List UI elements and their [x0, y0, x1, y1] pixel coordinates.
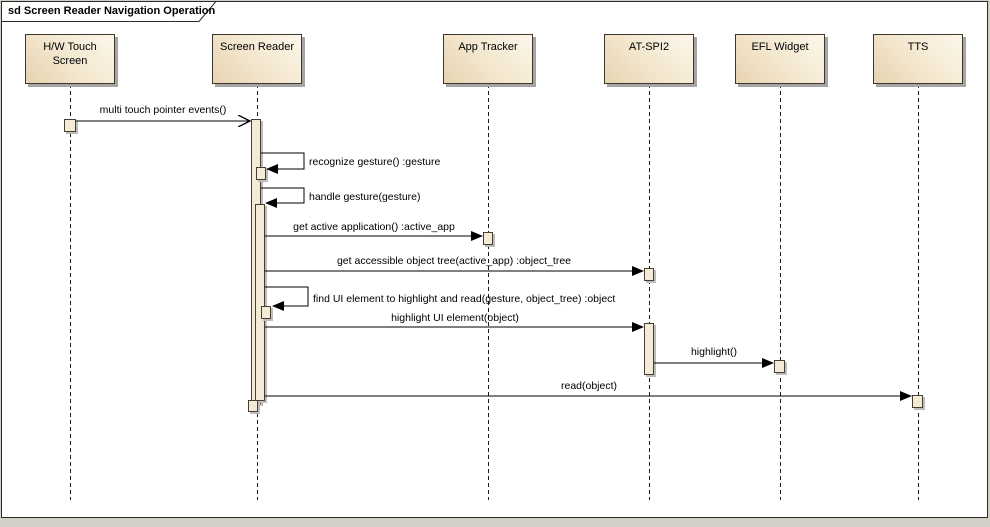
- lifeline-head-efl-widget: EFL Widget: [735, 34, 825, 84]
- activation-find-ui-element: [261, 306, 271, 319]
- activation-tts: [912, 395, 923, 408]
- activation-at-spi2-tree: [644, 268, 654, 281]
- arrow-recognize-gesture-self: [261, 152, 305, 174]
- diagram-title: sd Screen Reader Navigation Operation: [8, 5, 216, 17]
- lifeline-label: TTS: [907, 41, 929, 53]
- activation-efl-widget: [774, 360, 785, 373]
- arrow-find-ui-element-self: [265, 286, 309, 311]
- message-label-find-ui-element: find UI element to highlight and read(ge…: [313, 293, 616, 305]
- lifeline-head-screen-reader: Screen Reader: [212, 34, 302, 84]
- message-label-multi-touch-pointer-events: multi touch pointer events(): [99, 104, 227, 116]
- lifeline-label: AT-SPI2: [628, 41, 670, 53]
- lifeline-label: App Tracker: [458, 41, 518, 53]
- activation-app-tracker: [483, 232, 493, 245]
- lifeline-head-tts: TTS: [873, 34, 963, 84]
- message-label-handle-gesture: handle gesture(gesture): [309, 191, 421, 203]
- message-label-recognize-gesture: recognize gesture() :gesture: [309, 156, 441, 168]
- message-label-highlight-ui-element: highlight UI element(object): [391, 312, 519, 324]
- frame-title-tab: [1, 0, 218, 22]
- activation-screen-reader-end: [248, 400, 258, 412]
- activation-at-spi2-highlight: [644, 323, 654, 375]
- message-label-get-active-application: get active application() :active_app: [293, 221, 455, 233]
- lifeline-label: H/W Touch Screen: [43, 41, 97, 67]
- activation-recognize-gesture: [256, 167, 266, 180]
- arrow-handle-gesture-self: [261, 187, 305, 208]
- lifeline-label: EFL Widget: [751, 41, 809, 53]
- message-label-get-accessible-object-tree: get accessible object tree(active_app) :…: [336, 255, 572, 267]
- lifeline-label: Screen Reader: [220, 41, 294, 53]
- lifeline-head-app-tracker: App Tracker: [443, 34, 533, 84]
- activation-hw-touch-screen: [64, 119, 76, 132]
- lifeline-head-at-spi2: AT-SPI2: [604, 34, 694, 84]
- diagram-frame-border: [1, 1, 988, 518]
- lifeline-dashed-lines: [70, 84, 919, 500]
- message-label-read-object: read(object): [560, 380, 618, 392]
- activation-screen-reader-nested: [255, 204, 265, 401]
- lifeline-head-hw-touch-screen: H/W Touch Screen: [25, 34, 115, 84]
- message-label-highlight: highlight(): [690, 346, 738, 358]
